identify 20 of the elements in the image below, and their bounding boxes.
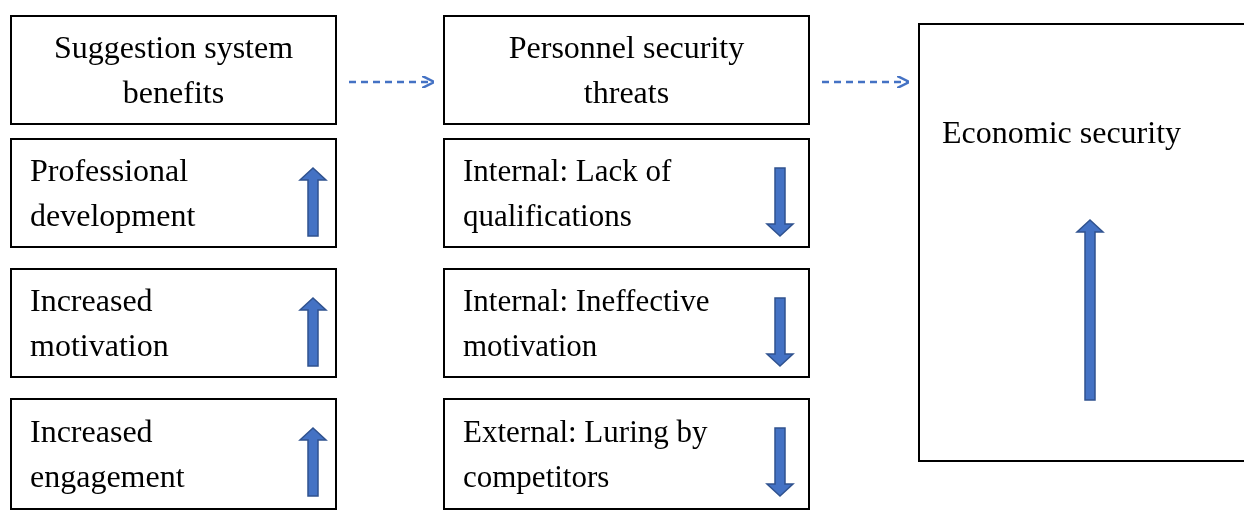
process-box (10, 138, 337, 248)
box-label: Increased engagement (30, 412, 186, 496)
process-box (443, 268, 810, 378)
box-label: Internal: Ineffective motivation (463, 282, 711, 365)
header-box (10, 15, 337, 125)
box-title: Suggestion system benefits (52, 28, 295, 112)
process-box (443, 138, 810, 248)
box-label: Increased motivation (30, 281, 170, 365)
process-box (443, 398, 810, 510)
process-box (10, 268, 337, 378)
header-box (443, 15, 810, 125)
box-label: Economic security (942, 113, 1182, 152)
box-label: Professional development (30, 151, 197, 235)
box-label: Internal: Lack of qualifications (463, 152, 673, 235)
process-box (10, 398, 337, 510)
box-label: External: Luring by competitors (463, 413, 709, 496)
box-title: Personnel security threats (507, 28, 746, 112)
process-box (918, 23, 1244, 462)
dashed-arrow (349, 74, 436, 90)
dashed-arrow (822, 74, 911, 90)
